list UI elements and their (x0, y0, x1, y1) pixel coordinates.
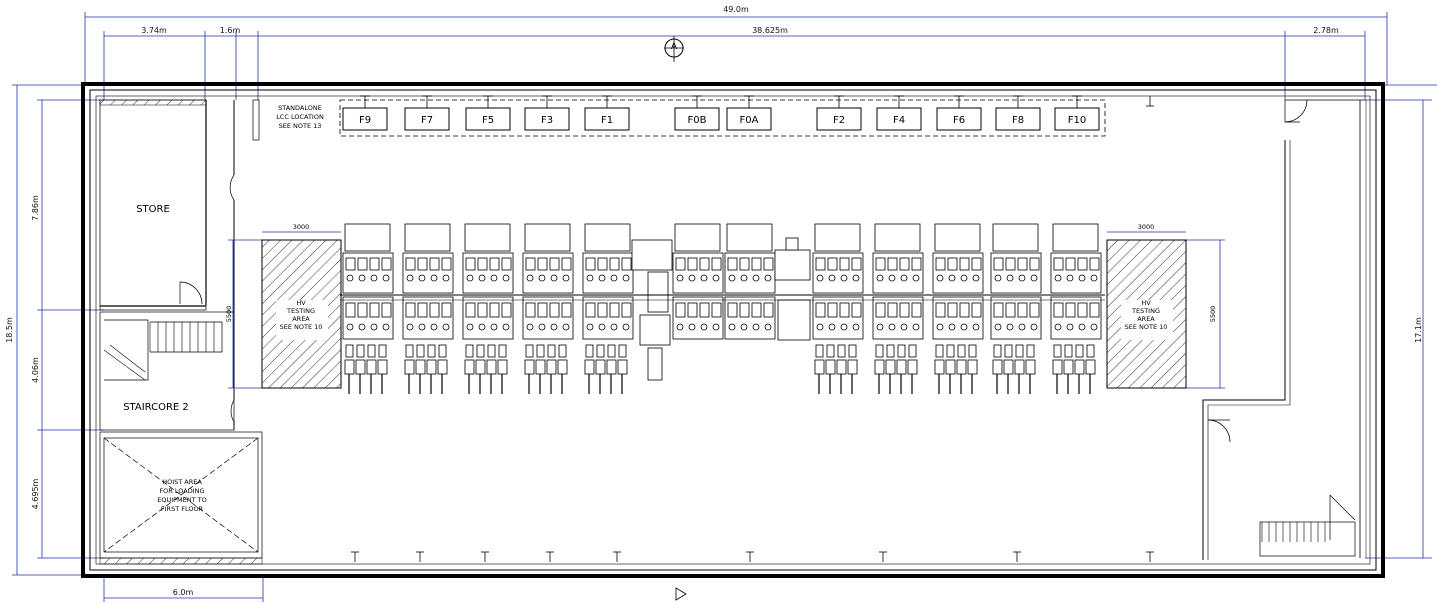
feeder-label: F2 (833, 115, 845, 126)
switchgear-panel (1050, 223, 1102, 394)
hoist-line-3: EQUIPMENT TO (157, 496, 207, 504)
dim-store-width: 3.74m (141, 26, 167, 35)
feeder-f0b: F0B (674, 95, 720, 131)
switchgear-panel (672, 223, 724, 340)
switchgear-panel (582, 223, 634, 394)
dim-right-width: 2.78m (1313, 26, 1339, 35)
hoist-line-1: HOIST AREA (162, 478, 202, 486)
building-walls (81, 82, 1385, 578)
section-marker: A (664, 36, 684, 62)
dim-store-height: 7.86m (31, 195, 40, 221)
hv-left-line-1: HV (296, 299, 306, 307)
feeder-f0a: F0A (726, 95, 772, 131)
switchgear-panel (342, 223, 394, 394)
store-room: STORE (99, 99, 207, 311)
hv-left-line-2: TESTING (286, 307, 315, 315)
switchgear-panel (932, 223, 984, 394)
switchgear-panel (872, 223, 924, 394)
switchgear-lineup (340, 223, 1105, 394)
staircore-label: STAIRCORE 2 (123, 402, 189, 413)
feeder-f4: F4 (876, 95, 922, 131)
dim-right-height: 17.1m (1414, 317, 1423, 343)
dim-corridor-width: 1.6m (220, 26, 241, 35)
standalone-line-1: STANDALONE (278, 104, 322, 112)
feeder-f10: F10 (1054, 95, 1100, 131)
section-arrow-icon (675, 587, 687, 601)
hv-right-line-2: TESTING (1131, 307, 1160, 315)
feeder-label: F8 (1012, 115, 1024, 126)
section-marker-label: A (671, 42, 678, 52)
hv-right-line-1: HV (1141, 299, 1151, 307)
switchgear-panel (462, 223, 514, 394)
feeder-label: F7 (421, 115, 433, 126)
switchgear-panel (724, 223, 776, 340)
feeder-f2: F2 (816, 95, 862, 131)
feeder-f6: F6 (936, 95, 982, 131)
column-marker (1146, 551, 1154, 562)
column-marker (746, 551, 754, 562)
hoist-area: HOIST AREA FOR LOADING EQUIPMENT TO FIRS… (99, 431, 263, 565)
standalone-lcc: STANDALONE LCC LOCATION SEE NOTE 13 (276, 99, 1106, 137)
staircore: STAIRCORE 2 (99, 311, 235, 431)
column-marker (613, 551, 621, 562)
feeder-row: F9 F7 F5 F3 F1 F0B F0A F2 F4 F6 F8 F10 (342, 95, 1100, 131)
feeder-f1: F1 (584, 95, 630, 131)
feeder-label: F1 (601, 115, 613, 126)
standalone-line-2: LCC LOCATION (276, 113, 324, 121)
hv-left-height-label: 5500 (225, 306, 233, 323)
store-label: STORE (136, 204, 170, 215)
dim-stair-height: 4.06m (31, 357, 40, 383)
switchgear-panel (990, 223, 1042, 394)
column-marker (1013, 551, 1021, 562)
dim-overall-height: 18.5m (5, 317, 14, 343)
dim-overall-width: 49.0m (723, 5, 749, 14)
feeder-label: F0B (688, 115, 707, 126)
hv-left-line-4: SEE NOTE 10 (280, 323, 323, 331)
left-dimensions: 18.5m 7.86m 4.06m 4.695m (5, 84, 104, 576)
dim-hoist-height: 4.695m (31, 478, 40, 509)
standalone-line-3: SEE NOTE 13 (279, 122, 322, 130)
column-marker (1146, 96, 1154, 107)
corridor (229, 99, 260, 430)
columns (351, 96, 1154, 562)
dim-main-width: 38.625m (752, 26, 788, 35)
feeder-f3: F3 (524, 95, 570, 131)
right-corridor (1202, 99, 1367, 560)
hv-left-line-3: AREA (292, 315, 310, 323)
hv-testing-left: 3000 5500 HV TESTING AREA SEE NOTE 10 (225, 223, 342, 389)
feeder-f5: F5 (465, 95, 511, 131)
hv-right-height-label: 5500 (1209, 306, 1217, 323)
feeder-f9: F9 (342, 95, 388, 131)
bottom-dimensions: 6.0m (103, 578, 264, 602)
switchgear-panel (812, 223, 864, 394)
feeder-label: F3 (541, 115, 553, 126)
column-marker (879, 551, 887, 562)
hv-testing-right: 3000 5500 HV TESTING AREA SEE NOTE 10 (1106, 223, 1225, 389)
feeder-label: F10 (1068, 115, 1086, 126)
feeder-label: F6 (953, 115, 965, 126)
column-marker (416, 551, 424, 562)
column-marker (546, 551, 554, 562)
hoist-line-4: FIRST FLOOR (161, 505, 204, 513)
bus-coupler (340, 237, 1105, 381)
feeder-label: F9 (359, 115, 371, 126)
feeder-label: F4 (893, 115, 905, 126)
feeder-label: F5 (482, 115, 494, 126)
switchgear-panel (402, 223, 454, 394)
feeder-f7: F7 (404, 95, 450, 131)
hv-right-line-3: AREA (1137, 315, 1155, 323)
column-marker (351, 551, 359, 562)
hv-left-width-label: 3000 (293, 223, 310, 231)
hv-right-line-4: SEE NOTE 10 (1125, 323, 1168, 331)
hv-right-width-label: 3000 (1138, 223, 1155, 231)
feeder-label: F0A (740, 115, 759, 126)
feeder-f8: F8 (995, 95, 1041, 131)
hoist-line-2: FOR LOADING (159, 487, 204, 495)
switchgear-panel (522, 223, 574, 394)
top-dimensions: 49.0m 3.74m 1.6m 38.625m 2.78m (84, 5, 1388, 100)
dim-bottom-width: 6.0m (173, 588, 194, 597)
column-marker (481, 551, 489, 562)
